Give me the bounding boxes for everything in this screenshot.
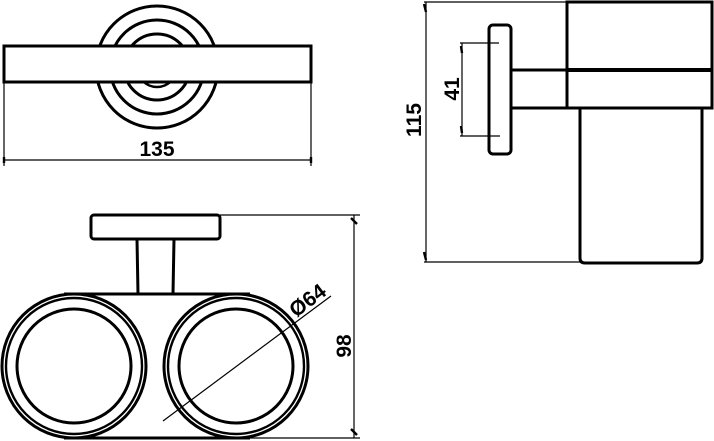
top-view: 135 (2, 4, 313, 166)
dimension-total-height-label: 115 (403, 103, 426, 137)
cup-ring-right (162, 292, 310, 440)
side-view: 115 41 (403, 0, 714, 265)
dimension-plate-height: 41 (441, 42, 500, 137)
holder-body-side (565, 0, 714, 110)
wall-plate (89, 213, 222, 241)
dimension-plate-height-label: 41 (441, 77, 464, 101)
wall-plate-side (487, 23, 513, 156)
dimension-depth: 98 (220, 214, 360, 439)
dimension-width-label: 135 (139, 138, 174, 161)
dimension-total-height: 115 (403, 1, 580, 263)
holder-bar-top (2, 44, 313, 84)
cup-ring-left (0, 292, 148, 440)
dimension-depth-label: 98 (333, 334, 356, 358)
dimension-width: 135 (2, 82, 313, 166)
tumbler-glass (578, 108, 704, 265)
front-view: Ø64 98 (0, 213, 360, 440)
dimension-diameter-label: Ø64 (285, 280, 331, 322)
